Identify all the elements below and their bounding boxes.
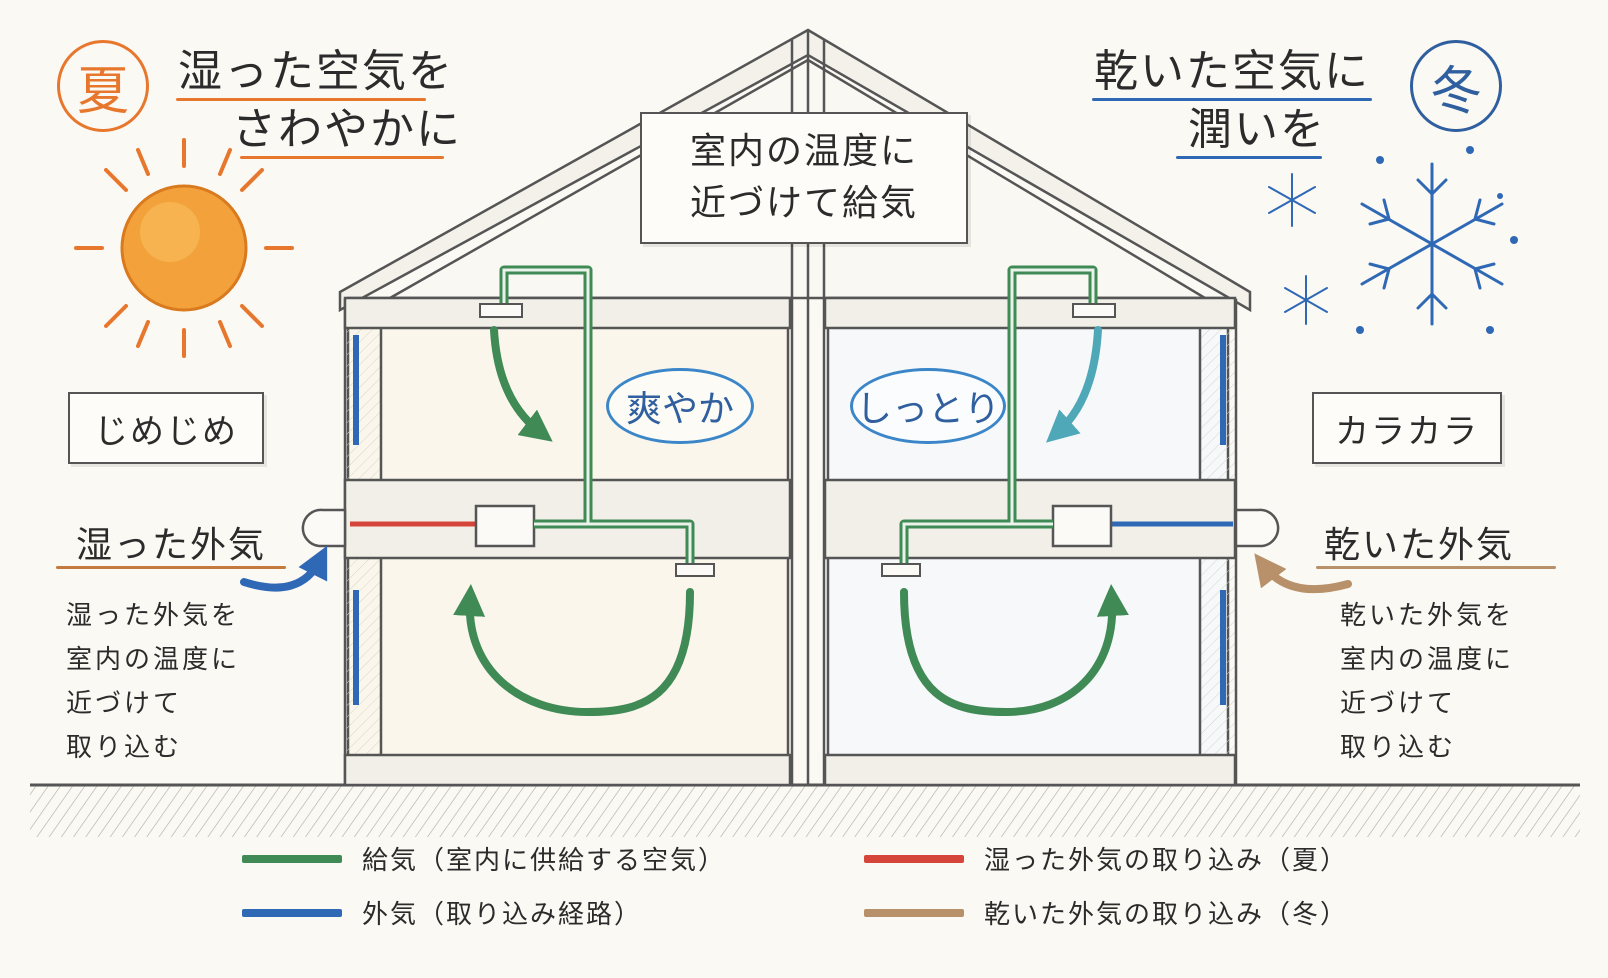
- snowflake-icon: [1268, 146, 1518, 334]
- summer-note: 湿った外気を 室内の温度に 近づけて 取り込む: [66, 594, 240, 770]
- summer-underline-1: [176, 98, 426, 101]
- legend-label-outdoor: 外気（取り込み経路）: [362, 900, 643, 930]
- outdoor-air-wall-lines: [353, 335, 1226, 705]
- winter-outdoor-air-heading: 乾いた外気: [1324, 525, 1515, 566]
- sun-icon: [74, 138, 294, 358]
- house-body: [343, 296, 1238, 787]
- ground: [30, 783, 1580, 837]
- summer-headline-line2: さわやかに: [232, 104, 462, 155]
- winter-room-feel-bubble: しっとり: [850, 368, 1006, 444]
- summer-headline-line1: 湿った空気を: [178, 46, 454, 97]
- diffusers: [479, 303, 1116, 577]
- winter-headline-line1: 乾いた空気に: [1094, 46, 1370, 97]
- winter-headline-line2: 潤いを: [1188, 104, 1326, 155]
- winter-outdoor-air-underline: [1316, 566, 1556, 569]
- winter-note-line: 室内の温度に: [1340, 645, 1515, 675]
- legend-item-humid-intake: 湿った外気の取り込み（夏）: [864, 840, 1348, 877]
- legend-item-outdoor: 外気（取り込み経路）: [242, 894, 642, 931]
- winter-season-badge: 冬: [1410, 40, 1502, 132]
- summer-humidity-box: じめじめ: [68, 392, 264, 464]
- legend-swatch-dry-intake: [864, 908, 964, 917]
- legend-swatch-humid-intake: [864, 854, 964, 863]
- intake-hoods: [301, 508, 1280, 548]
- winter-underline-2: [1176, 156, 1322, 159]
- airflow-arrows: [240, 326, 1352, 717]
- summer-underline-2: [240, 156, 444, 159]
- summer-outdoor-air-underline: [56, 566, 286, 569]
- legend-swatch-supply: [242, 854, 342, 863]
- legend-label-dry-intake: 乾いた外気の取り込み（冬）: [984, 900, 1349, 930]
- heat-exchanger-right: [1051, 504, 1113, 548]
- winter-note-line: 乾いた外気を: [1340, 601, 1515, 631]
- winter-note: 乾いた外気を 室内の温度に 近づけて 取り込む: [1340, 594, 1514, 770]
- summer-note-line: 近づけて: [66, 689, 183, 719]
- winter-note-line: 近づけて: [1340, 689, 1457, 719]
- legend-item-supply: 給気（室内に供給する空気）: [242, 840, 726, 877]
- center-label-line2: 近づけて給気: [689, 183, 918, 224]
- winter-note-line: 取り込む: [1340, 733, 1457, 763]
- summer-outdoor-air-heading: 湿った外気: [76, 525, 267, 566]
- supply-ducts-inner: [502, 268, 1095, 566]
- winter-humidity-box: カラカラ: [1312, 392, 1502, 464]
- summer-room-feel-bubble: 爽やか: [606, 368, 754, 444]
- summer-note-line: 取り込む: [66, 733, 183, 763]
- summer-note-line: 室内の温度に: [66, 645, 241, 675]
- summer-season-badge: 夏: [57, 40, 149, 132]
- legend-swatch-outdoor: [242, 908, 342, 917]
- legend-label-humid-intake: 湿った外気の取り込み（夏）: [984, 846, 1349, 876]
- winter-underline-1: [1092, 98, 1372, 101]
- heat-exchanger-left: [474, 504, 536, 548]
- center-label-box: 室内の温度に 近づけて給気: [640, 112, 968, 244]
- legend-item-dry-intake: 乾いた外気の取り込み（冬）: [864, 894, 1348, 931]
- center-label-line1: 室内の温度に: [689, 131, 918, 172]
- summer-note-line: 湿った外気を: [66, 601, 241, 631]
- legend-label-supply: 給気（室内に供給する空気）: [362, 846, 727, 876]
